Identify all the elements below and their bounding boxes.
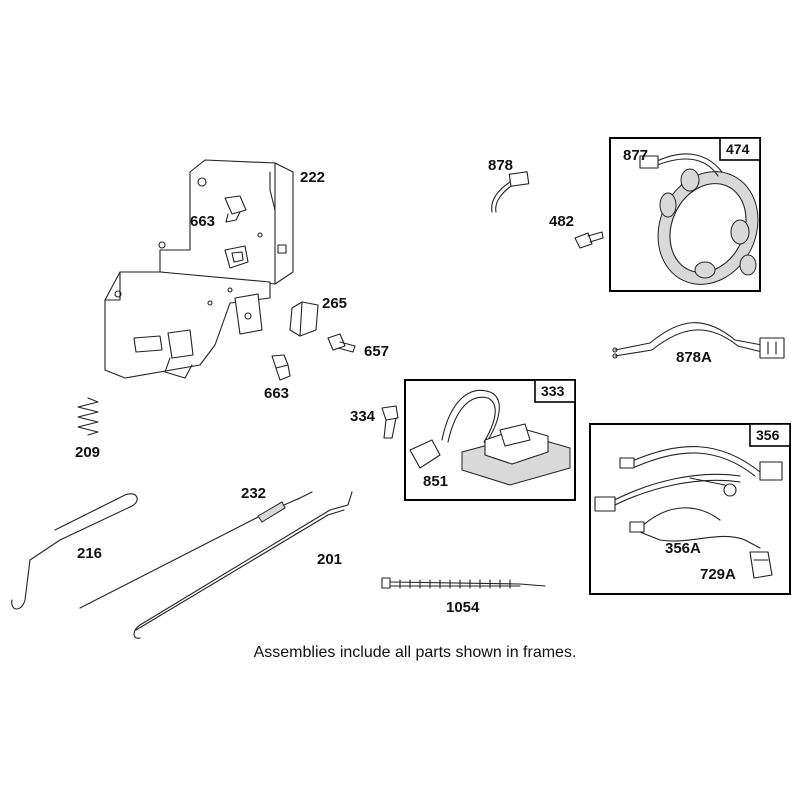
label-482: 482 (549, 213, 574, 230)
bolt-334-part (381, 405, 399, 439)
spring-209-part (77, 397, 99, 436)
frame-356 (589, 423, 791, 595)
label-201: 201 (317, 551, 342, 568)
label-877: 877 (623, 147, 648, 164)
screw-657-part (327, 333, 356, 353)
link-rod-216-part (11, 493, 138, 610)
label-878A: 878A (676, 349, 712, 366)
bolt-663-top-part (224, 195, 247, 223)
label-851: 851 (423, 473, 448, 490)
control-bracket-part (104, 159, 294, 379)
ignition-coil-part (409, 389, 571, 486)
label-657: 657 (364, 343, 389, 360)
frame-333 (404, 379, 576, 501)
clip-265-part (289, 301, 319, 337)
wire-878-part (491, 171, 530, 213)
label-222: 222 (300, 169, 325, 186)
label-878: 878 (488, 157, 513, 174)
frame-tag-333: 333 (541, 383, 565, 399)
governor-rod-201-part (133, 491, 353, 639)
label-356A: 356A (665, 540, 701, 557)
label-265: 265 (322, 295, 347, 312)
alternator-stator-part (639, 153, 759, 285)
screw-482-part (574, 231, 604, 249)
throttle-cable-232-part (79, 491, 313, 609)
cable-tie-1054-part (381, 577, 546, 589)
label-729A: 729A (700, 566, 736, 583)
label-216: 216 (77, 545, 102, 562)
frame-tag-356: 356 (756, 427, 780, 443)
label-232: 232 (241, 485, 266, 502)
harness-878A-part (612, 322, 785, 359)
label-334: 334 (350, 408, 376, 425)
frame-note-caption: Assemblies include all parts shown in fr… (253, 644, 577, 661)
label-209: 209 (75, 444, 100, 461)
label-1054: 1054 (446, 599, 480, 616)
frame-474 (609, 137, 761, 292)
wire-harness-356A-part (594, 446, 783, 549)
bolt-663-bottom-part (271, 354, 291, 381)
frame-tag-474: 474 (726, 141, 750, 157)
terminal-clip-729A-part (749, 551, 773, 579)
label-663-bottom: 663 (264, 385, 289, 402)
label-663-top: 663 (190, 213, 215, 230)
